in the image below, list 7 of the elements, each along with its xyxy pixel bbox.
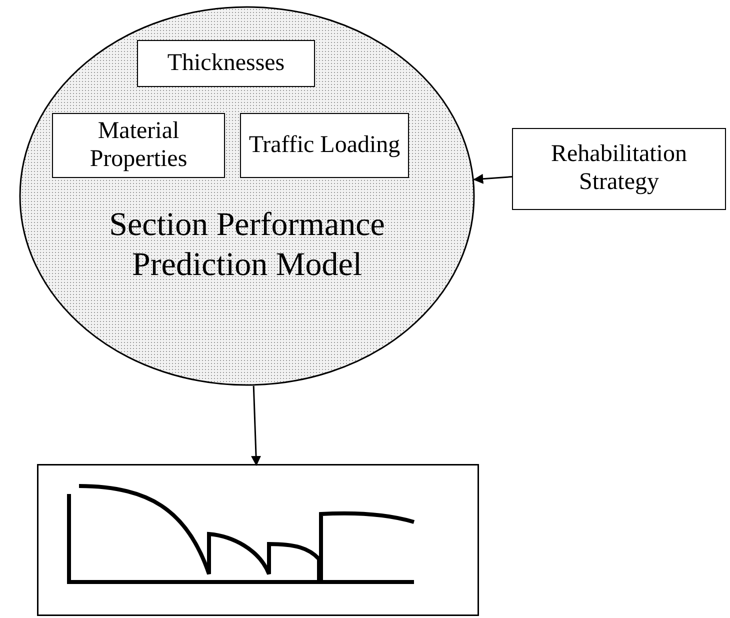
arrow [473,174,512,184]
process-box: Rehabilitation Strategy [512,128,726,210]
process-box: Traffic Loading [240,113,409,178]
arrow [251,386,262,466]
process-box: Thicknesses [137,40,315,87]
process-box: Material Properties [52,113,225,178]
model-title: Section Performance Prediction Model [108,206,386,285]
